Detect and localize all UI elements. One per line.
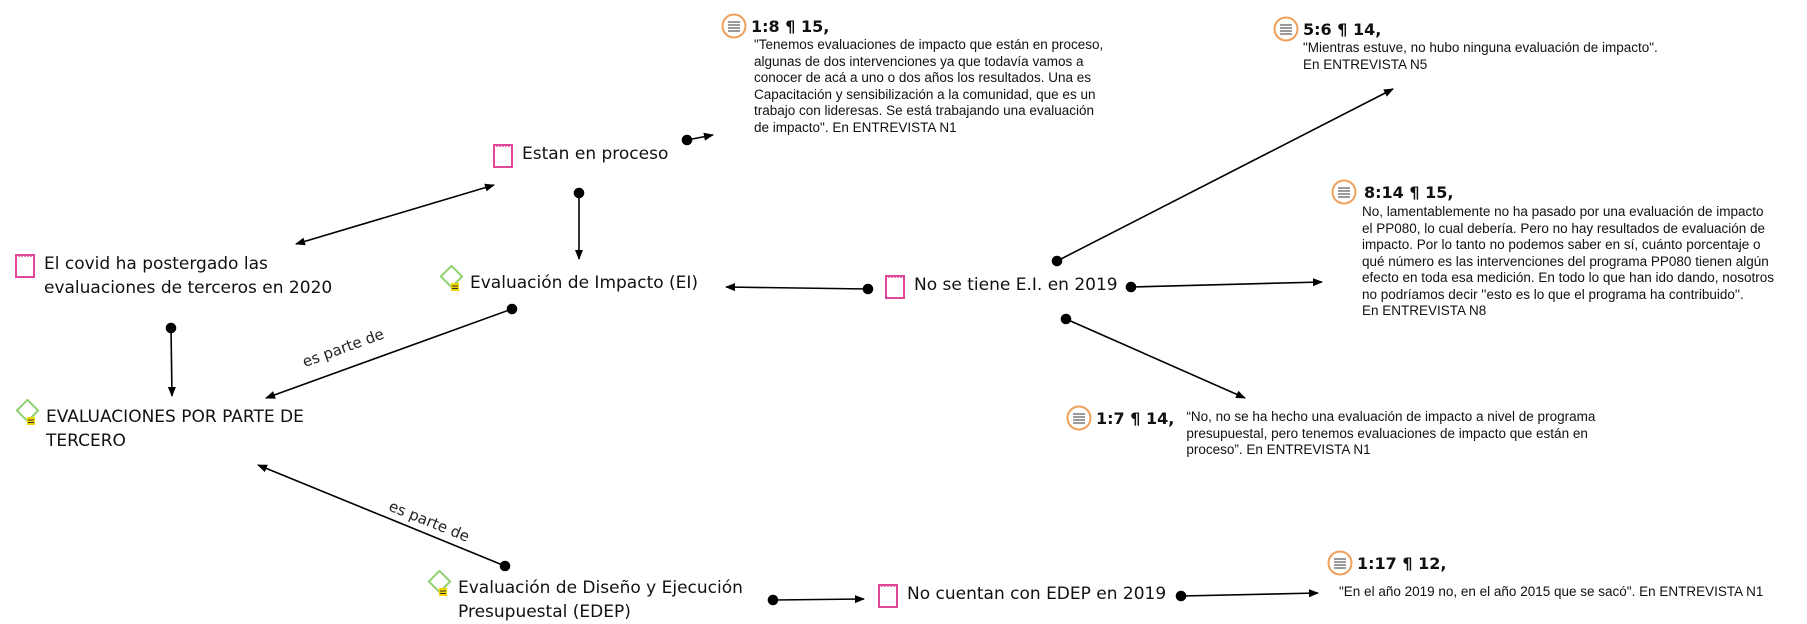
quote-1-7-ref: 1:7 ¶ 14,: [1096, 408, 1175, 428]
memo-icon: [878, 584, 898, 608]
node-evaluacion-impacto[interactable]: Evaluación de Impacto (EI): [438, 265, 699, 295]
quotation-icon: [1066, 405, 1092, 431]
quote-5-6[interactable]: 5:6 ¶ 14, "Mientras estuve, no hubo ning…: [1273, 16, 1658, 73]
quote-1-8-line: "Tenemos evaluaciones de impacto que est…: [754, 37, 1104, 52]
edge-ei-terceros: [265, 308, 513, 399]
node-covid-label-line2: evaluaciones de terceros en 2020: [44, 278, 333, 298]
node-no-edep-label: No cuentan con EDEP en 2019: [907, 584, 1167, 604]
quote-1-8-line: de impacto". En ENTREVISTA N1: [754, 119, 957, 135]
quote-1-8-line: Capacitación y sensibilización a la comu…: [754, 86, 1096, 102]
quote-8-14-line: impacto. Por lo tanto no podemos saber e…: [1362, 237, 1761, 252]
node-edep-label-line2: Presupuestal (EDEP): [458, 602, 631, 622]
code-icon: [439, 265, 464, 291]
node-no-ei-label: No se tiene E.I. en 2019: [914, 275, 1118, 295]
quote-8-14-line: No, lamentablemente no ha pasado por una…: [1362, 204, 1764, 219]
quote-1-8-line: algunas de dos intervenciones ya que tod…: [754, 53, 1084, 69]
code-icon: [427, 570, 452, 596]
quote-1-8-ref: 1:8 ¶ 15,: [751, 16, 830, 36]
quotation-icon: [1327, 550, 1353, 576]
quotation-icon: [1331, 179, 1357, 205]
node-evaluaciones-terceros[interactable]: EVALUACIONES POR PARTE DE TERCERO: [14, 399, 304, 453]
node-covid-postergado[interactable]: El covid ha postergado las evaluaciones …: [14, 252, 332, 300]
memo-icon: [493, 144, 513, 168]
quote-8-14-line: el PP080, lo cual debería. Pero no hay r…: [1362, 220, 1766, 236]
quotation-icon: [1273, 16, 1299, 42]
quote-5-6-line: En ENTREVISTA N5: [1303, 56, 1428, 72]
quote-1-7[interactable]: 1:7 ¶ 14, “No, no se ha hecho una evalua…: [1066, 405, 1595, 459]
quote-1-8-line: conocer de acá a uno o dos años los resu…: [754, 70, 1091, 85]
quote-8-14-line: efecto en toda esa medición. En todo lo …: [1362, 270, 1775, 285]
edge-edep-terceros: [257, 464, 506, 567]
quote-5-6-line: "Mientras estuve, no hubo ninguna evalua…: [1303, 40, 1658, 55]
edge-covid-terceros: [167, 327, 176, 397]
quote-1-8[interactable]: 1:8 ¶ 15, "Tenemos evaluaciones de impac…: [721, 13, 1103, 136]
edge-edep-noedep: [772, 595, 865, 604]
quote-1-7-line: “No, no se ha hecho una evaluación de im…: [1186, 409, 1596, 424]
edge-covid-enproceso: [295, 183, 495, 246]
node-no-ei-2019[interactable]: No se tiene E.I. en 2019: [884, 273, 1118, 299]
quote-8-14-ref: 8:14 ¶ 15,: [1364, 182, 1454, 202]
quote-1-17[interactable]: 1:17 ¶ 12, "En el año 2019 no, en el año…: [1327, 550, 1763, 601]
edge-noei-q5-6: [1056, 88, 1394, 262]
quote-1-8-line: trabajo con lideresas. Se está trabajand…: [754, 103, 1094, 118]
quote-5-6-ref: 5:6 ¶ 14,: [1303, 19, 1382, 39]
quote-8-14[interactable]: 8:14 ¶ 15, No, lamentablemente no ha pas…: [1331, 179, 1774, 320]
memo-icon: [15, 254, 35, 278]
edge-noedep-q1-17: [1180, 589, 1319, 598]
quote-1-7-line: proceso”. En ENTREVISTA N1: [1186, 442, 1371, 457]
quote-1-17-ref: 1:17 ¶ 12,: [1357, 553, 1447, 573]
quote-8-14-line: En ENTREVISTA N8: [1362, 303, 1487, 318]
node-covid-label-line1: El covid ha postergado las: [44, 254, 268, 274]
memo-icon: [885, 275, 905, 299]
node-en-proceso-label: Estan en proceso: [522, 144, 669, 164]
edge-noei-q1-7: [1065, 318, 1246, 399]
quote-1-17-line: "En el año 2019 no, en el año 2015 que s…: [1339, 584, 1764, 599]
quote-8-14-line: qué número es las intervenciones del pro…: [1362, 253, 1769, 269]
node-ei-label: Evaluación de Impacto (EI): [470, 273, 699, 293]
node-terceros-label-line1: EVALUACIONES POR PARTE DE: [46, 407, 304, 427]
code-icon: [15, 399, 40, 425]
edge-noei-q8-14: [1130, 278, 1323, 288]
node-estan-en-proceso[interactable]: Estan en proceso: [492, 142, 668, 168]
node-no-edep-2019[interactable]: No cuentan con EDEP en 2019: [877, 582, 1166, 608]
edge-noei-ei: [725, 283, 869, 292]
quotation-icon: [721, 13, 747, 39]
node-edep-label-line1: Evaluación de Diseño y Ejecución: [458, 578, 743, 598]
quote-1-7-line: presupuestal, pero tenemos evaluaciones …: [1186, 425, 1588, 441]
node-edep[interactable]: Evaluación de Diseño y Ejecución Presupu…: [426, 570, 743, 624]
node-terceros-label-line2: TERCERO: [46, 431, 126, 451]
quote-8-14-line: no podríamos decir ''esto es lo que el p…: [1362, 286, 1744, 302]
